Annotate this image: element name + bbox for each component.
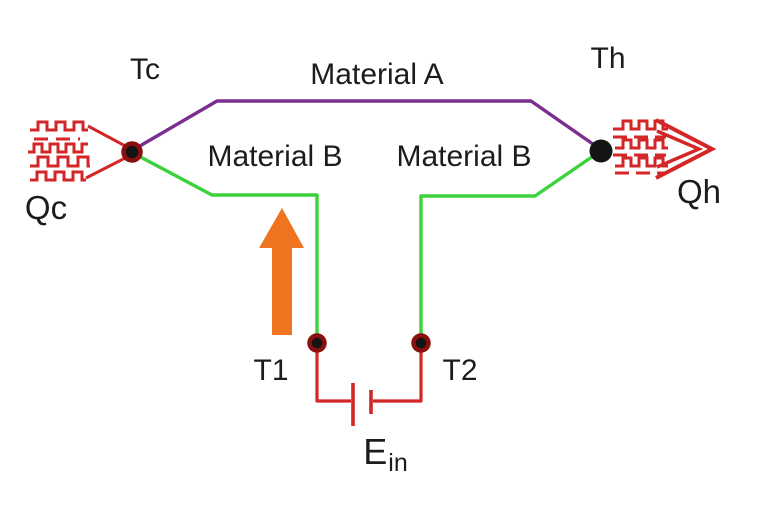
qc-meander-row-4 [30,170,86,182]
junction-th-dot [589,139,613,163]
t2-source-wire [373,346,423,403]
qh-chevron-inner [656,129,704,169]
battery-icon [351,383,373,426]
heat-sink-cold-icon [28,120,130,182]
t2-label: T2 [442,354,478,387]
tc-label: Tc [130,53,160,86]
ein-label-subscript: in [388,449,408,477]
ein-label: Ein [363,431,407,477]
qh-chevron-outer [655,118,717,180]
th-label: Th [590,42,626,75]
qc-funnel-top [87,124,130,150]
qc-label: Qc [24,189,68,226]
qc-meander-row-3 [30,155,90,168]
material-a-wire [131,99,602,152]
material-b-right-label: Material B [396,140,532,173]
junction-t1-dot [307,333,327,353]
qh-meander-row-2 [615,138,668,150]
t1-label: T1 [253,354,289,387]
t1-source-wire [315,346,351,403]
heat-flow-arrow-icon [259,208,304,335]
junction-tc-dot [121,141,143,163]
qh-label: Qh [676,173,722,210]
qh-meander-row-3 [615,156,668,168]
junction-t2-dot [411,333,431,353]
qc-meander-row-1 [30,120,88,132]
material-b-right-wire [419,150,601,342]
heat-sink-hot-icon [613,118,717,180]
qc-funnel-bottom [85,154,130,180]
ein-label-main: E [363,431,388,472]
material-b-left-wire [131,151,319,342]
material-b-left-label: Material B [207,140,343,173]
qc-meander-row-2 [28,142,88,154]
material-a-label: Material A [310,58,444,91]
